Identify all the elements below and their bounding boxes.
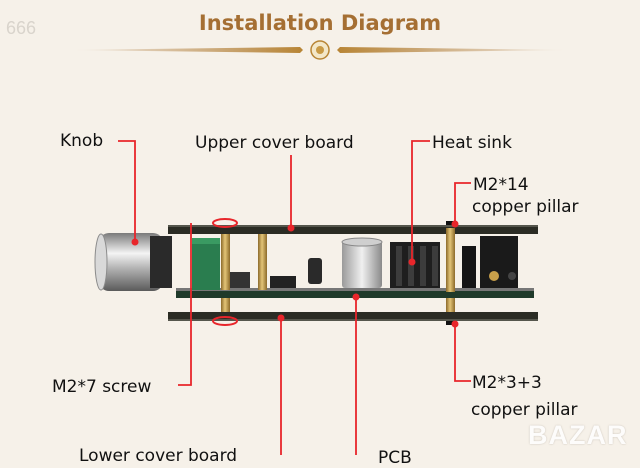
- label-m2-3-3: M2*3+3: [472, 373, 542, 393]
- m2-14-copper-pillar: [446, 228, 455, 292]
- m2-3-3-copper-pillar: [446, 298, 455, 312]
- label-upper-cover-board: Upper cover board: [195, 133, 354, 153]
- label-lower-cover-board: Lower cover board: [79, 446, 237, 466]
- smd-block: [230, 272, 250, 288]
- label-pcb: PCB: [378, 448, 412, 468]
- copper-pillar-left: [221, 234, 230, 290]
- copper-pillar-mid: [258, 234, 267, 290]
- label-m2-7-screw: M2*7 screw: [52, 377, 151, 397]
- ic-chip: [270, 276, 296, 288]
- label-m2-14: M2*14: [473, 175, 529, 195]
- audio-jack: [480, 236, 518, 288]
- electrolytic-capacitor: [342, 238, 382, 288]
- heat-sink: [390, 242, 440, 288]
- lower-pillar-left: [221, 298, 230, 312]
- small-capacitor: [308, 258, 322, 284]
- potentiometer-block: [192, 238, 220, 290]
- watermark-logo: BAZAR: [528, 420, 628, 451]
- label-heat-sink: Heat sink: [432, 133, 512, 153]
- label-m2-3-3-copper-pillar: copper pillar: [471, 400, 578, 420]
- label-knob: Knob: [60, 131, 103, 151]
- label-m2-14-copper-pillar: copper pillar: [472, 197, 579, 217]
